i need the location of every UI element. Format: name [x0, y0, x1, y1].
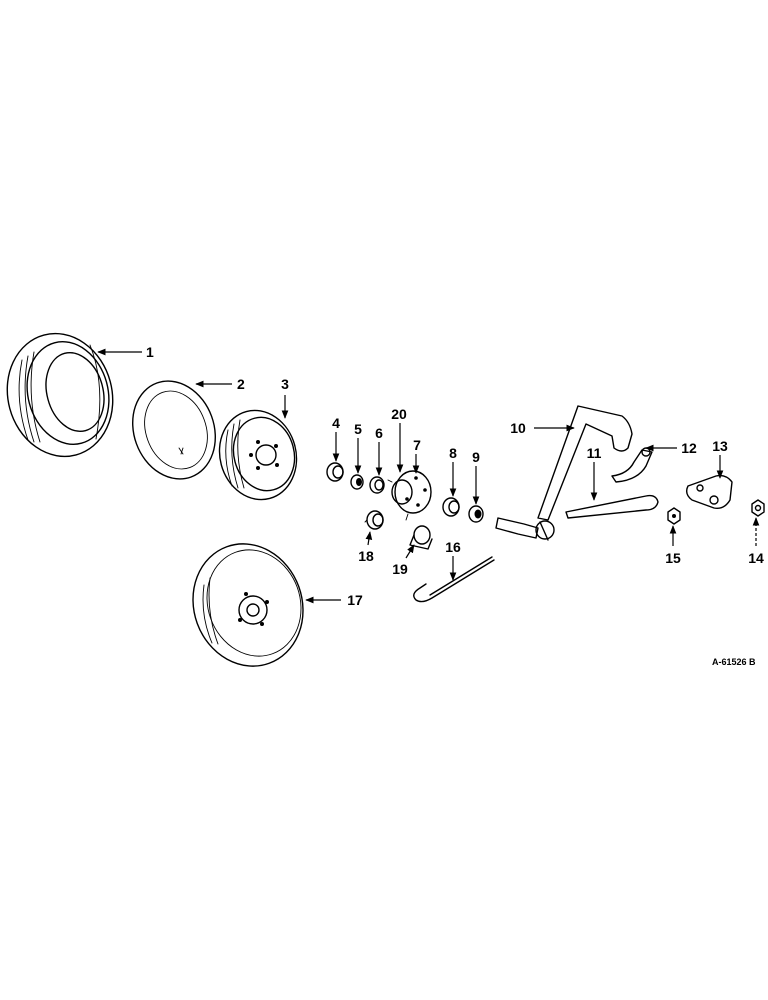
nut-14-drawing [751, 499, 765, 517]
callout-17: 17 [347, 592, 363, 608]
bearing-cone-19-drawing [409, 525, 433, 550]
callout-5: 5 [354, 421, 362, 437]
nut-15-drawing [667, 507, 681, 525]
callout-19: 19 [392, 561, 408, 577]
bracket-drawing [685, 474, 733, 510]
callout-14: 14 [748, 550, 764, 566]
tire-drawing [6, 332, 114, 458]
bearing-cup-6-drawing [369, 476, 385, 494]
wheel-assembly-drawing [192, 543, 304, 667]
leader-19 [405, 544, 415, 559]
callout-11: 11 [587, 445, 602, 461]
callout-12: 12 [681, 440, 697, 456]
seal-4-drawing [326, 462, 344, 482]
tie-rod-drawing [565, 494, 659, 519]
callout-6: 6 [375, 425, 383, 441]
bearing-cup-18-drawing [364, 510, 384, 530]
callout-3: 3 [281, 376, 289, 392]
leader-18 [365, 531, 373, 546]
tube-drawing [132, 380, 216, 480]
callout-labels: 1 2 3 4 5 6 7 8 9 10 11 12 13 14 15 16 1… [146, 344, 764, 608]
callout-20: 20 [391, 406, 407, 422]
callout-16: 16 [445, 539, 461, 555]
hook-bolt-drawing [413, 556, 495, 603]
callout-18: 18 [358, 548, 374, 564]
callout-10: 10 [510, 420, 526, 436]
callout-9: 9 [472, 449, 480, 465]
callout-4: 4 [332, 415, 340, 431]
callout-1: 1 [146, 344, 154, 360]
seal-9-drawing [468, 505, 484, 523]
figure-reference: A-61526 B [712, 657, 756, 667]
callout-7: 7 [413, 437, 421, 453]
callout-8: 8 [449, 445, 457, 461]
hub-drawing [387, 470, 432, 521]
spindle-arm-drawing [495, 405, 633, 541]
leader-lines [97, 348, 760, 604]
callout-13: 13 [712, 438, 728, 454]
bearing-cone-8-drawing [442, 497, 460, 517]
callout-15: 15 [665, 550, 681, 566]
callout-2: 2 [237, 376, 245, 392]
wheel-rim-drawing [218, 409, 298, 501]
arm-drawing [611, 447, 653, 483]
bearing-5-drawing [350, 474, 364, 490]
